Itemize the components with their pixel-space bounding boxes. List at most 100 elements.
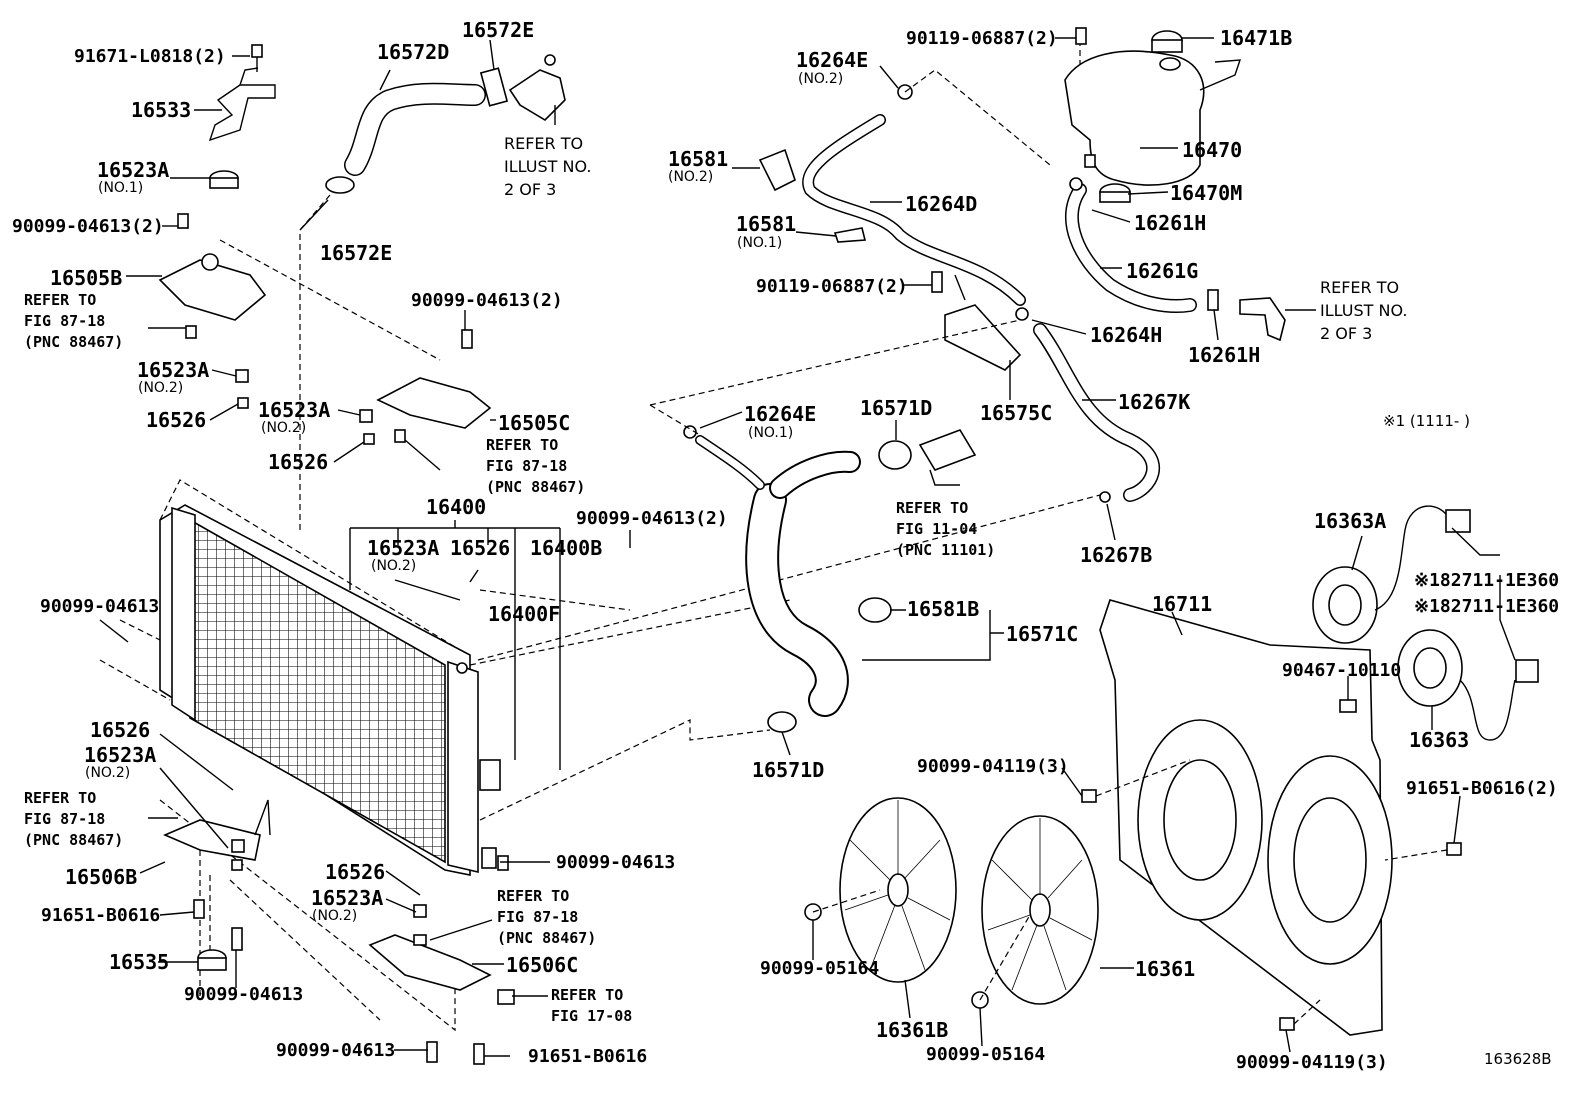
part-sublabel-16581-no1: (NO.1): [737, 235, 783, 251]
part-label-16505c: 16505C: [498, 411, 571, 435]
part-label-16471b: 16471B: [1220, 26, 1293, 50]
part-label-90099-05164-b: 90099-05164: [926, 1044, 1046, 1065]
part-label-16526-d: 16526: [90, 718, 151, 742]
part-sublabel-16264e-no1: (NO.1): [748, 425, 794, 441]
part-label-90099-05164-a: 90099-05164: [760, 958, 880, 979]
part-sublabel-16523a-no2d: (NO.2): [85, 765, 131, 781]
part-sublabel-16523a-no2a: (NO.2): [138, 380, 184, 396]
part-label-182711-a: ※182711-1E360: [1414, 570, 1560, 591]
part-label-16400b: 16400B: [530, 536, 603, 560]
diagram-id: 163628B: [1484, 1050, 1552, 1068]
part-label-16533: 16533: [131, 98, 192, 122]
part-label-16361: 16361: [1135, 957, 1196, 981]
ref-fig-87-18-d: REFER TO FIG 87-18 (PNC 88467): [497, 887, 597, 947]
part-label-90099-04613-d: 90099-04613: [276, 1040, 396, 1061]
part-label-16526-a: 16526: [146, 408, 207, 432]
fan-motor-16363a: [1312, 505, 1471, 644]
part-label-16571d-a: 16571D: [860, 396, 933, 420]
bracket-16505b: [158, 213, 267, 409]
cushion-16523a-no1: [209, 170, 239, 189]
part-label-90099-04613-a: 90099-04613: [40, 596, 160, 617]
part-label-16506c: 16506C: [506, 953, 579, 977]
part-label-16526-b: 16526: [268, 450, 329, 474]
part-label-16363: 16363: [1409, 728, 1470, 752]
part-label-16264e-no2: 16264E: [796, 48, 869, 72]
part-label-16535: 16535: [109, 950, 170, 974]
lower-hose-16571c: [683, 425, 977, 733]
radiator-drawing: [159, 504, 501, 876]
part-label-90119-06887-2b: 90119-06887(2): [756, 276, 908, 297]
part-label-182711-b: ※182711-1E360: [1414, 596, 1560, 617]
part-label-16711: 16711: [1152, 592, 1213, 616]
part-sublabel-16523a-no2c: (NO.2): [371, 558, 417, 574]
thermostat-housing-16572e: [479, 54, 566, 125]
fan-shroud-16711: [1099, 599, 1393, 1036]
part-label-16581b: 16581B: [907, 597, 980, 621]
part-label-16363a: 16363A: [1314, 509, 1387, 533]
part-label-90099-04613-b: 90099-04613: [184, 984, 304, 1005]
part-label-90467-10110: 90467-10110: [1282, 660, 1402, 681]
ref-fig-17-08: REFER TO FIG 17-08: [551, 986, 633, 1025]
ref-illust-right: REFER TO ILLUST NO. 2 OF 3: [1320, 278, 1408, 343]
part-label-16523a-no2d: 16523A: [84, 743, 157, 767]
part-label-16571c: 16571C: [1006, 622, 1079, 646]
part-label-16572e-top: 16572E: [462, 18, 535, 42]
reservoir-tank-16470: [1064, 27, 1241, 203]
part-label-16267b: 16267B: [1080, 543, 1153, 567]
part-label-16572e-clamp: 16572E: [320, 241, 393, 265]
part-label-16581-no1: 16581: [736, 212, 797, 236]
lower-bracket-16506c: [368, 855, 515, 1065]
part-label-16526-e: 16526: [325, 860, 386, 884]
part-label-16264e-no1: 16264E: [744, 402, 817, 426]
part-label-16526-c: 16526: [450, 536, 511, 560]
part-label-16505b: 16505B: [50, 266, 123, 290]
part-label-16523a-no2a: 16523A: [137, 358, 210, 382]
part-sublabel-16264e-no2: (NO.2): [798, 71, 844, 87]
part-sublabel-16581-no2: (NO.2): [668, 169, 714, 185]
part-sublabel-16523a-no2e: (NO.2): [312, 908, 358, 924]
part-label-16572d: 16572D: [377, 40, 450, 64]
part-label-16575c: 16575C: [980, 401, 1053, 425]
part-label-16523a-no2c: 16523A: [367, 536, 440, 560]
part-label-90099-04613-2c: 90099-04613(2): [576, 508, 728, 529]
part-label-90099-04119-3b: 90099-04119(3): [1236, 1052, 1388, 1073]
part-label-16400: 16400: [426, 495, 487, 519]
part-label-16523a-no2e: 16523A: [311, 886, 384, 910]
part-label-16523a-no1: 16523A: [97, 158, 170, 182]
part-label-16264d: 16264D: [905, 192, 978, 216]
part-label-16523a-no2b: 16523A: [258, 398, 331, 422]
reservoir-hoses: [758, 84, 1286, 503]
part-label-16264h: 16264H: [1090, 323, 1163, 347]
part-label-91651-b0616-2: 91651-B0616(2): [1406, 778, 1558, 799]
fan-16361b: [804, 797, 957, 983]
upper-bracket-16533: [208, 44, 276, 142]
lower-bracket-16506b: [162, 799, 271, 971]
part-label-16400f: 16400F: [488, 602, 561, 626]
part-label-16261g: 16261G: [1126, 259, 1199, 283]
part-label-16361b: 16361B: [876, 1018, 949, 1042]
bracket-16505c: [359, 329, 492, 445]
part-label-90099-04613-2b: 90099-04613(2): [411, 290, 563, 311]
part-sublabel-16523a-no1: (NO.1): [98, 180, 144, 196]
part-label-16571d-b: 16571D: [752, 758, 825, 782]
part-label-16267k: 16267K: [1118, 390, 1191, 414]
note-symbol-1: ※1 (1111- ): [1383, 412, 1470, 430]
part-label-91671-l0818: 91671-L0818(2): [74, 46, 226, 67]
upper-hose-16572d: [325, 82, 486, 194]
part-label-16261h-b: 16261H: [1188, 343, 1261, 367]
leader-lines: [99, 37, 1516, 1057]
ref-fig-87-18-b: REFER TO FIG 87-18 (PNC 88467): [486, 436, 586, 496]
fan-16361: [971, 815, 1099, 1009]
ref-fig-11-04: REFER TO FIG 11-04 (PNC 11101): [896, 499, 996, 559]
part-label-16470m: 16470M: [1170, 181, 1243, 205]
part-label-90099-04613-c: 90099-04613: [556, 852, 676, 873]
shroud-bolts: [812, 759, 1462, 1031]
part-label-90099-04119-3a: 90099-04119(3): [917, 756, 1069, 777]
part-sublabel-16523a-no2b: (NO.2): [261, 420, 307, 436]
ref-fig-87-18-a: REFER TO FIG 87-18 (PNC 88467): [24, 291, 124, 351]
part-label-16261h-a: 16261H: [1134, 211, 1207, 235]
part-label-16506b: 16506B: [65, 865, 138, 889]
part-label-91651-b0616-a: 91651-B0616: [41, 905, 161, 926]
